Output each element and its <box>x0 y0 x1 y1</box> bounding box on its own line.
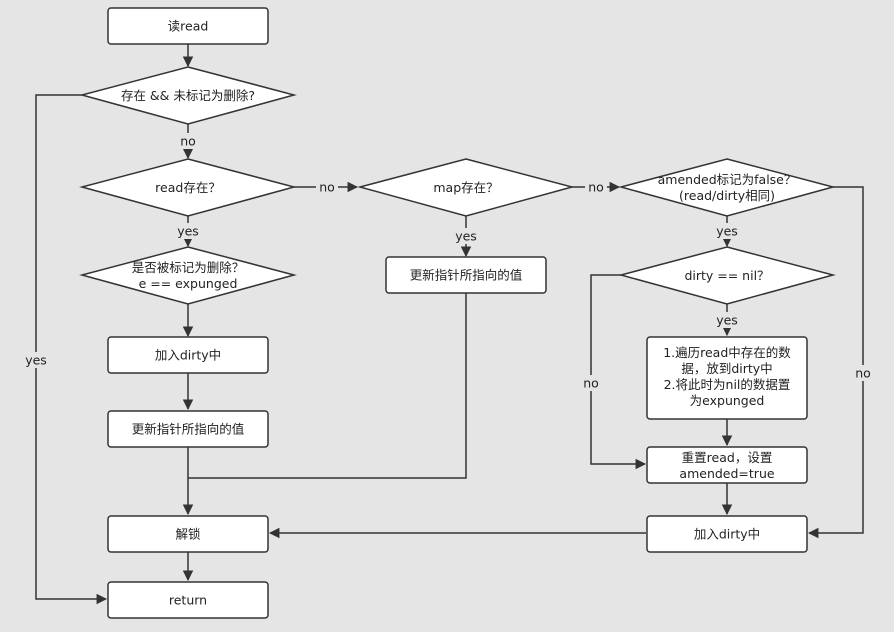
node-read-exists: read存在？ <box>79 158 297 217</box>
node-iterate-line3: 2.将此时为nil的数据置 <box>664 377 791 392</box>
node-iterate-read: 1.遍历read中存在的数 据，放到dirty中 2.将此时为nil的数据置 为… <box>646 336 808 420</box>
label-no-dirty-nil: no <box>583 376 599 391</box>
label-yes-dirty-nil: yes <box>716 313 738 328</box>
node-amended-false-line2: (read/dirty相同) <box>679 188 775 203</box>
node-reset-line1: 重置read，设置 <box>682 450 773 465</box>
node-is-deleted-line2: e == expunged <box>139 276 238 291</box>
label-no-map: no <box>588 180 604 195</box>
node-read: 读read <box>107 7 269 45</box>
edge-dirty-nil-no-to-reset <box>590 274 647 470</box>
label-yes-amended: yes <box>716 224 738 239</box>
node-map-exists: map存在？ <box>357 158 575 217</box>
node-update-ptr-left: 更新指针所指向的值 <box>107 410 269 448</box>
edge-labels: no yes no yes no yes yes no yes no <box>23 133 874 391</box>
node-check-exists-label: 存在 && 未标记为删除? <box>121 88 255 103</box>
label-no-check: no <box>180 134 196 149</box>
node-update-ptr-mid-label: 更新指针所指向的值 <box>410 268 523 283</box>
node-unlock: 解锁 <box>107 515 269 553</box>
node-dirty-nil-label: dirty == nil？ <box>684 268 769 283</box>
node-iterate-line4: 为expunged <box>690 393 765 408</box>
node-add-dirty-left: 加入dirty中 <box>107 336 269 374</box>
edge-update-mid-to-unlock-line <box>188 293 467 479</box>
label-no-read: no <box>319 180 335 195</box>
edge-amended-no-to-add-dirty <box>807 186 864 539</box>
node-unlock-label: 解锁 <box>175 527 201 542</box>
node-read-exists-label: read存在？ <box>155 180 221 195</box>
node-add-dirty-right: 加入dirty中 <box>646 515 808 553</box>
label-yes-map: yes <box>455 229 477 244</box>
edge-check-yes-to-return <box>35 94 108 605</box>
node-amended-false: amended标记为false？ (read/dirty相同) <box>618 158 836 217</box>
node-is-deleted: 是否被标记为删除？ e == expunged <box>79 246 297 305</box>
label-no-amended: no <box>855 366 871 381</box>
label-yes-read: yes <box>177 224 199 239</box>
node-update-ptr-mid: 更新指针所指向的值 <box>385 256 547 294</box>
node-iterate-line2: 据，放到dirty中 <box>681 361 772 376</box>
node-map-exists-label: map存在？ <box>433 180 498 195</box>
node-return-label: return <box>169 593 207 608</box>
node-update-ptr-left-label: 更新指针所指向的值 <box>132 422 245 437</box>
node-check-exists: 存在 && 未标记为删除? <box>79 66 297 125</box>
node-iterate-line1: 1.遍历read中存在的数 <box>663 345 791 360</box>
label-yes-check: yes <box>25 353 47 368</box>
node-add-dirty-right-label: 加入dirty中 <box>694 527 760 542</box>
node-return: return <box>107 581 269 619</box>
node-add-dirty-left-label: 加入dirty中 <box>155 348 221 363</box>
node-is-deleted-line1: 是否被标记为删除？ <box>132 260 245 275</box>
node-reset-line2: amended=true <box>679 466 774 481</box>
node-reset-read: 重置read，设置 amended=true <box>646 446 808 484</box>
node-amended-false-line1: amended标记为false？ <box>658 172 797 187</box>
node-read-label: 读read <box>168 19 209 34</box>
node-dirty-nil: dirty == nil？ <box>618 246 836 305</box>
